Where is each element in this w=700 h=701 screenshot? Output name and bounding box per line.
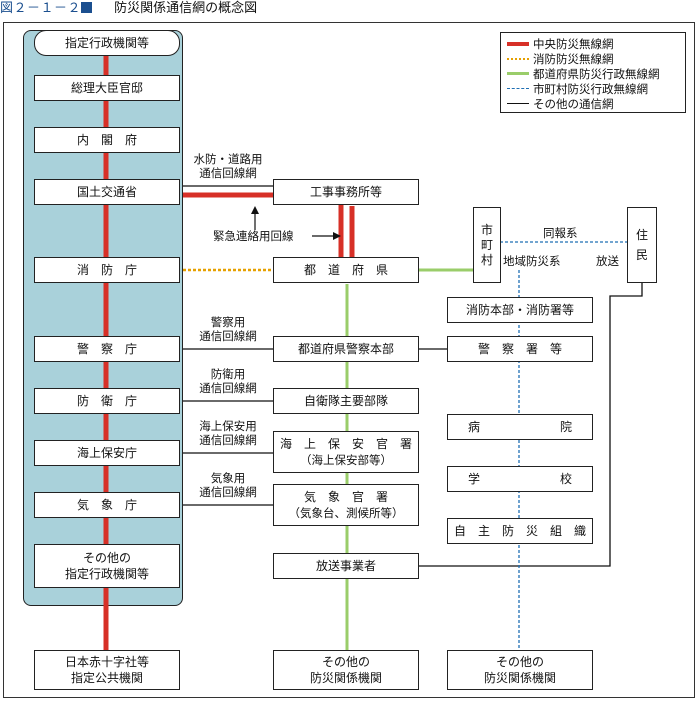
met-office-line2: （気象台、測候所等） [288, 506, 404, 520]
legend-label-central: 中央防災無線網 [533, 36, 614, 51]
hospital-char-1: 病 [468, 420, 481, 434]
right-other-box: その他の 防災関係機関 [447, 650, 593, 690]
npa-box: 警 察 庁 [34, 336, 180, 362]
coast-network-label: 海上保安用 通信回線網 [186, 419, 270, 447]
legend-swatch-prefectural [507, 72, 529, 75]
pm-office-box: 総理大臣官邸 [34, 75, 180, 101]
defense-label-line2: 通信回線網 [199, 381, 257, 395]
legend-item-prefectural: 都道府県防災行政無線網 [507, 66, 679, 81]
middle-other-line2: 防災関係機関 [309, 671, 382, 685]
legend-label-fire: 消防防災無線網 [533, 51, 614, 66]
coast-guard-agency-box: 海上保安庁 [34, 440, 180, 466]
police-network-label: 警察用 通信回線網 [186, 315, 270, 343]
red-cross-line2: 指定公共機関 [70, 671, 143, 685]
broadcast-label: 放送 [596, 254, 619, 268]
regional-disaster-label: 地域防災系 [503, 254, 561, 268]
red-cross-box: 日本赤十字社等 指定公共機関 [34, 650, 180, 690]
police-station-box: 警 察 署 等 [447, 336, 593, 362]
municipality-char-3: 村 [480, 252, 493, 267]
legend-swatch-fire [507, 57, 529, 60]
municipality-box: 市 町 村 [473, 207, 501, 283]
residents-char-2: 民 [635, 248, 648, 262]
broadcaster-box: 放送事業者 [273, 553, 419, 579]
mlit-box: 国土交通省 [34, 179, 180, 205]
flood-road-label-line1: 水防・道路用 [193, 152, 263, 166]
other-agencies-box: その他の 指定行政機関等 [34, 544, 180, 588]
middle-other-box: その他の 防災関係機関 [273, 650, 419, 690]
fire-dept-box: 消防本部・消防署等 [447, 297, 593, 323]
met-office-line1: 気 象 官 署 [303, 490, 388, 504]
red-cross-line1: 日本赤十字社等 [64, 655, 149, 669]
hospital-box: 病 院 [447, 414, 593, 440]
defense-network-label: 防衛用 通信回線網 [186, 367, 270, 395]
hospital-char-2: 院 [559, 420, 572, 434]
weather-label-line2: 通信回線網 [199, 485, 257, 499]
prefecture-box: 都 道 府 県 [273, 257, 419, 283]
works-office-box: 工事事務所等 [273, 179, 419, 205]
police-label-line1: 警察用 [210, 315, 246, 329]
voluntary-org-box: 自 主 防 災 組 織 [447, 518, 593, 544]
legend-item-municipal: 市町村防災行政無線網 [507, 81, 679, 96]
figure-number: 図２－１－２ [0, 1, 82, 16]
residents-box: 住 民 [627, 207, 657, 283]
cabinet-office-box: 内 閣 府 [34, 127, 180, 153]
police-label-line2: 通信回線網 [199, 329, 257, 343]
agency-group-title: 指定行政機関等 [34, 30, 180, 56]
fdma-box: 消 防 庁 [34, 257, 180, 283]
legend-label-other: その他の通信網 [533, 96, 614, 111]
other-agencies-line1: その他の [82, 551, 131, 565]
middle-other-line1: その他の [321, 655, 370, 669]
legend-label-municipal: 市町村防災行政無線網 [533, 81, 648, 96]
coast-guard-office-box: 海 上 保 安 官 署 （海上保安部等） [273, 431, 419, 473]
figure-marker-icon [81, 2, 93, 13]
flood-road-label: 水防・道路用 通信回線網 [186, 152, 270, 180]
simultaneous-label: 同報系 [543, 226, 578, 240]
legend-swatch-other [507, 103, 529, 104]
legend-label-prefectural: 都道府県防災行政無線網 [533, 66, 660, 81]
other-agencies-line2: 指定行政機関等 [64, 567, 149, 581]
figure-header: 図２－１－２ 防災関係通信網の概念図 [0, 0, 700, 20]
legend-item-fire: 消防防災無線網 [507, 51, 679, 66]
municipality-char-2: 町 [480, 237, 493, 252]
coast-label-line1: 海上保安用 [199, 419, 257, 433]
pref-police-box: 都道府県警察本部 [273, 336, 419, 362]
figure-title: 防災関係通信網の概念図 [114, 1, 258, 16]
emergency-label: 緊急連絡用回線 [213, 229, 294, 243]
jma-box: 気 象 庁 [34, 492, 180, 518]
flood-road-label-line2: 通信回線網 [199, 166, 257, 180]
school-char-2: 校 [559, 472, 572, 486]
legend-swatch-central [507, 41, 529, 46]
residents-char-1: 住 [635, 228, 648, 242]
broadcast-line [419, 283, 643, 567]
right-other-line1: その他の [495, 655, 544, 669]
legend-item-other: その他の通信網 [507, 96, 679, 111]
coast-guard-office-line2: （海上保安部等） [300, 453, 392, 467]
coast-label-line2: 通信回線網 [199, 433, 257, 447]
sdf-box: 自衛隊主要部隊 [273, 388, 419, 414]
right-other-line2: 防災関係機関 [483, 671, 556, 685]
met-office-box: 気 象 官 署 （気象台、測候所等） [273, 484, 419, 526]
emergency-arrow-right-icon [333, 232, 341, 240]
mod-box: 防 衛 庁 [34, 388, 180, 414]
defense-label-line1: 防衛用 [210, 367, 246, 381]
coast-guard-office-line1: 海 上 保 安 官 署 [279, 437, 412, 451]
school-char-1: 学 [468, 472, 481, 486]
diagram-frame [3, 22, 695, 698]
weather-label-line1: 気象用 [210, 471, 246, 485]
emergency-arrow-up-icon [251, 206, 259, 214]
legend-swatch-municipal [507, 88, 529, 89]
school-box: 学 校 [447, 466, 593, 492]
legend-item-central: 中央防災無線網 [507, 36, 679, 51]
weather-network-label: 気象用 通信回線網 [186, 471, 270, 499]
municipality-char-1: 市 [480, 222, 493, 237]
legend: 中央防災無線網 消防防災無線網 都道府県防災行政無線網 市町村防災行政無線網 そ… [500, 32, 686, 113]
